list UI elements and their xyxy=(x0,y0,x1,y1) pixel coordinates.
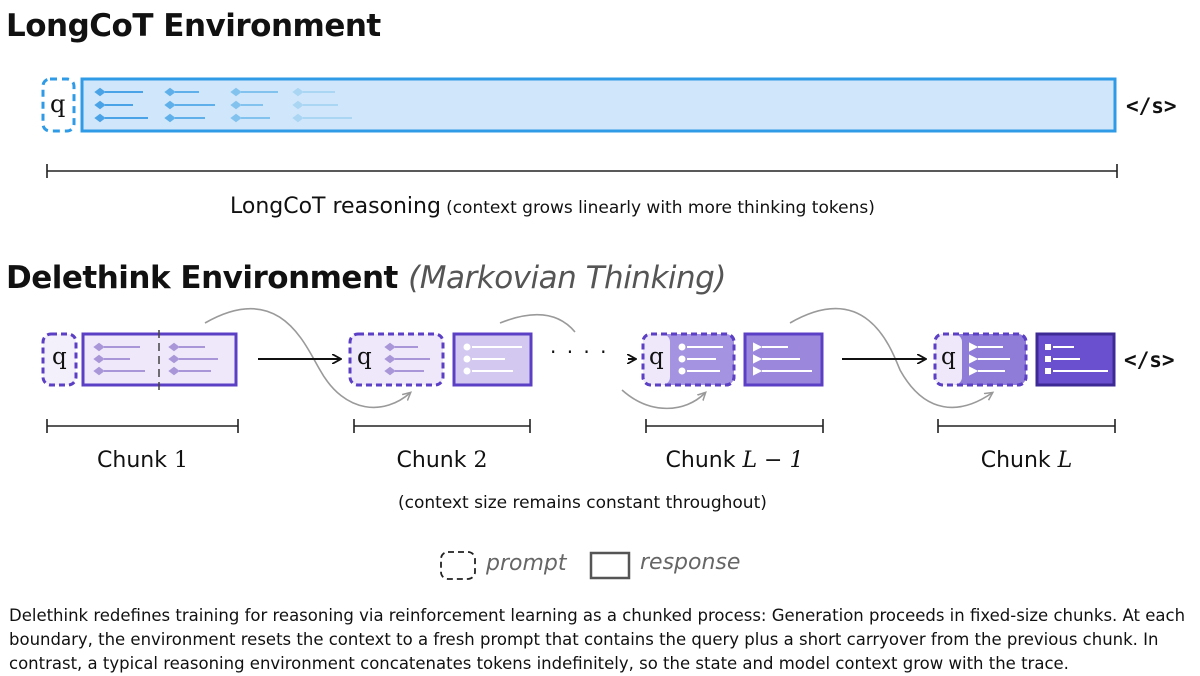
chunk-l-minus-1-query-cell xyxy=(643,334,670,385)
chunk-2-label: Chunk 2 xyxy=(396,448,488,473)
delethink-eos-token: </s> xyxy=(1124,348,1175,372)
chunk-measure-brackets xyxy=(46,419,1116,433)
chunk-1-label: Chunk 1 xyxy=(97,448,188,473)
delethink-heading: Delethink Environment xyxy=(6,260,398,296)
longcot-measure-caption: LongCoT reasoning (context grows linearl… xyxy=(230,194,875,219)
figure-caption: Delethink redefines training for reasoni… xyxy=(9,606,1186,673)
longcot-prompt-symbol: q xyxy=(50,90,66,118)
chunk-ellipsis: · · · · xyxy=(550,340,609,364)
chunk-l-label: Chunk L xyxy=(980,448,1073,473)
chunk-l-query-cell xyxy=(935,334,962,385)
chunk-1-prompt-box xyxy=(41,332,78,387)
longcot-measure-note: (context grows linearly with more thinki… xyxy=(446,198,875,218)
delethink-diagram xyxy=(41,307,1116,433)
chunk-1-token-glyphs xyxy=(93,342,218,376)
longcot-diagram xyxy=(41,77,1118,178)
constant-context-note: (context size remains constant throughou… xyxy=(398,493,767,513)
chunk-2-prompt-symbol: q xyxy=(357,344,372,370)
longcot-eos-token: </s> xyxy=(1126,94,1177,118)
delethink-subtitle: (Markovian Thinking) xyxy=(408,260,726,296)
chunk-2-token-glyphs xyxy=(463,343,522,375)
chunk-l-minus-1-group xyxy=(641,332,824,387)
carryover-curve-2a xyxy=(499,313,576,333)
carryover-curve-1 xyxy=(204,307,410,409)
legend-prompt-label: prompt xyxy=(486,551,567,576)
carryover-curve-2b xyxy=(621,389,705,410)
legend-response-swatch xyxy=(589,551,631,580)
chunk-l-minus-1-carryover-glyphs xyxy=(678,343,723,375)
chunk-2-group xyxy=(348,332,533,387)
longcot-prompt-box xyxy=(41,77,76,133)
legend-swatches xyxy=(440,551,631,580)
chunk-l-group xyxy=(933,332,1116,387)
chunk-1-prompt-symbol: q xyxy=(52,344,67,370)
longcot-measure-label: LongCoT reasoning xyxy=(230,194,441,219)
chunk-l-minus-1-label: Chunk L − 1 xyxy=(665,448,804,473)
delethink-heading-row: Delethink Environment (Markovian Thinkin… xyxy=(6,260,726,296)
carryover-curves xyxy=(204,307,992,410)
legend-prompt-swatch xyxy=(440,551,476,580)
chunk-l-carryover-glyphs xyxy=(969,342,1010,376)
chunk-l-prompt-symbol: q xyxy=(941,344,956,370)
chunk-l-token-glyphs xyxy=(1045,344,1108,374)
chunk-1-group xyxy=(41,330,238,392)
longcot-token-glyphs xyxy=(94,87,352,123)
chunk-l-minus-1-prompt-symbol: q xyxy=(649,344,664,370)
longcot-heading: LongCoT Environment xyxy=(6,8,381,44)
carryover-curve-3 xyxy=(789,307,992,409)
chunk-2-carryover-glyphs xyxy=(384,342,430,376)
longcot-measure-bracket xyxy=(46,164,1118,178)
legend-response-label: response xyxy=(640,550,741,575)
chunk-l-minus-1-token-glyphs xyxy=(753,342,812,376)
